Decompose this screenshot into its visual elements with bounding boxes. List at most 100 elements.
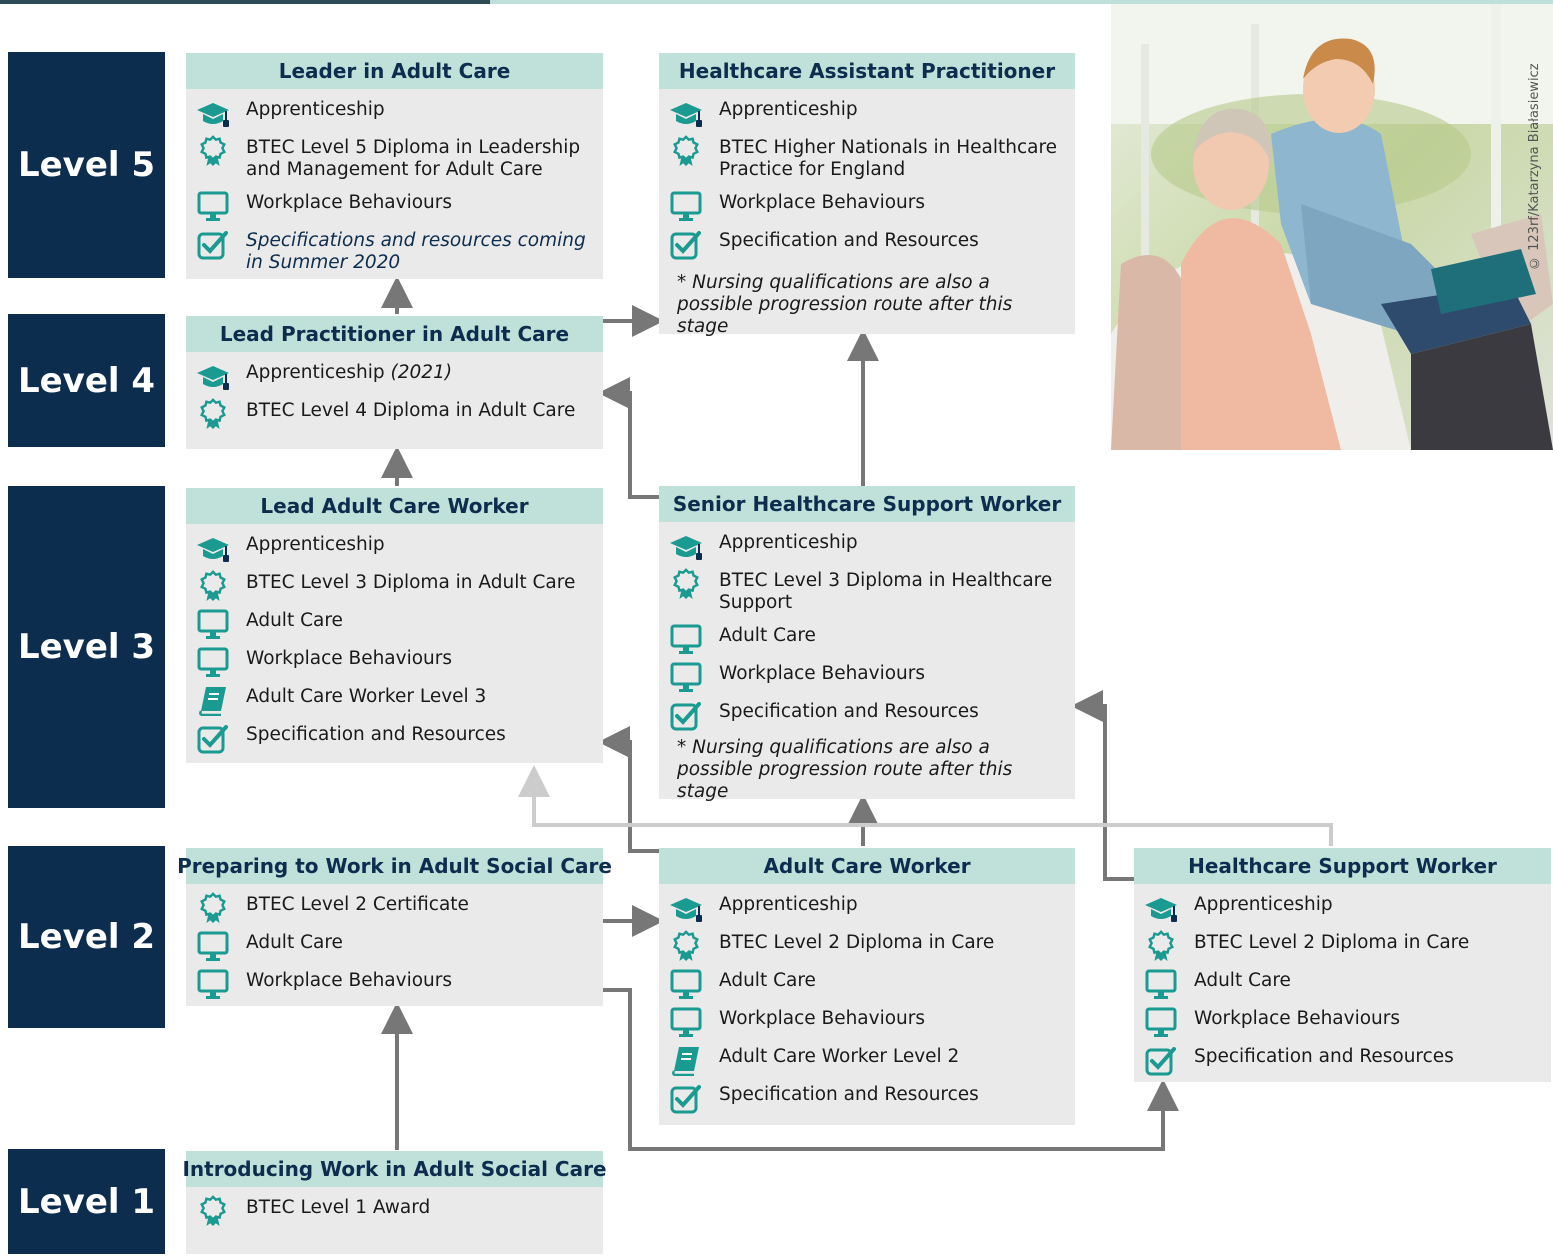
item-label: Adult Care (719, 625, 816, 646)
arrow-hsw-to-lead-worker (518, 765, 1333, 846)
item-label: Apprenticeship (1194, 894, 1333, 915)
monitor-icon (1142, 968, 1180, 1000)
item-label: Workplace Behaviours (246, 648, 453, 669)
level-2-label: Level 2 (8, 846, 165, 1028)
item-label: Specification and Resources (719, 1084, 979, 1105)
item-label: Adult Care (1194, 970, 1291, 991)
arrow-hsw-to-senior (1071, 690, 1134, 881)
award-ribbon-icon (194, 892, 232, 924)
graduation-cap-icon (667, 530, 705, 562)
item-label: Adult Care Worker Level 2 (719, 1046, 960, 1067)
item-label: BTEC Level 5 Diploma in Leadership and M… (246, 137, 581, 180)
graduation-cap-icon (1142, 892, 1180, 924)
graduation-cap-icon (667, 97, 705, 129)
item-label: Workplace Behaviours (246, 970, 453, 991)
card-healthcare-support-worker: Healthcare Support Worker Apprenticeship… (1134, 848, 1551, 1082)
award-ribbon-icon (667, 930, 705, 962)
card-lead-practitioner-in-adult-care: Lead Practitioner in Adult Care Apprenti… (186, 316, 603, 449)
monitor-icon (194, 646, 232, 678)
nursing-note: * Nursing qualifications are also a poss… (677, 737, 1013, 802)
checkbox-icon (1142, 1044, 1180, 1076)
item-label: Apprenticeship (719, 532, 858, 553)
card-leader-in-adult-care: Leader in Adult Care Apprenticeship BTEC… (186, 53, 603, 279)
item-label: Specification and Resources (1194, 1046, 1454, 1067)
monitor-icon (194, 190, 232, 222)
item-label: Apprenticeship (246, 534, 385, 555)
award-ribbon-icon (1142, 930, 1180, 962)
award-ribbon-icon (667, 135, 705, 167)
item-label: BTEC Level 2 Diploma in Care (719, 932, 995, 953)
graduation-cap-icon (194, 97, 232, 129)
level-4-label: Level 4 (8, 314, 165, 447)
book-icon (667, 1044, 705, 1076)
award-ribbon-icon (194, 398, 232, 430)
card-introducing-work: Introducing Work in Adult Social Care BT… (182, 1151, 607, 1254)
level-5-label: Level 5 (8, 52, 165, 278)
arrow-preparing-to-hsw (603, 988, 1179, 1151)
monitor-icon (667, 661, 705, 693)
card-title: Healthcare Support Worker (1134, 848, 1551, 884)
award-ribbon-icon (667, 568, 705, 600)
item-label: Adult Care (246, 610, 343, 631)
item-label: Apprenticeship (719, 894, 858, 915)
monitor-icon (1142, 1006, 1180, 1038)
item-label: Apprenticeship (246, 99, 385, 120)
item-label: Apprenticeship (246, 362, 385, 383)
item-label: Workplace Behaviours (719, 192, 926, 213)
checkbox-icon (667, 228, 705, 260)
top-bar-dark (0, 0, 490, 4)
item-label: Apprenticeship (719, 99, 858, 120)
card-lead-adult-care-worker: Lead Adult Care Worker Apprenticeship BT… (186, 488, 603, 763)
monitor-icon (667, 968, 705, 1000)
item-label: Adult Care Worker Level 3 (246, 686, 487, 707)
card-title: Adult Care Worker (659, 848, 1075, 884)
checkbox-icon (667, 699, 705, 731)
card-title: Senior Healthcare Support Worker (659, 486, 1075, 522)
item-label: Specification and Resources (719, 230, 979, 251)
monitor-icon (194, 608, 232, 640)
card-senior-healthcare-support-worker: Senior Healthcare Support Worker Apprent… (659, 486, 1075, 802)
card-title: Preparing to Work in Adult Social Care (177, 848, 612, 884)
card-title: Lead Adult Care Worker (186, 488, 603, 524)
graduation-cap-icon (194, 532, 232, 564)
level-3-label: Level 3 (8, 486, 165, 808)
award-ribbon-icon (194, 135, 232, 167)
card-title: Leader in Adult Care (186, 53, 603, 89)
book-icon (194, 684, 232, 716)
photo-credit: © 123rf/Katarzyna Białasiewicz (1527, 63, 1542, 270)
item-label: BTEC Higher Nationals in Healthcare Prac… (719, 137, 1058, 180)
monitor-icon (194, 930, 232, 962)
item-label: Workplace Behaviours (1194, 1008, 1401, 1029)
item-label: Workplace Behaviours (719, 663, 926, 684)
card-title: Healthcare Assistant Practitioner (659, 53, 1075, 89)
award-ribbon-icon (194, 570, 232, 602)
monitor-icon (667, 1006, 705, 1038)
card-healthcare-assistant-practitioner: Healthcare Assistant Practitioner Appren… (659, 53, 1075, 337)
checkbox-icon (194, 722, 232, 754)
item-label: Adult Care (719, 970, 816, 991)
item-label-suffix: (2021) (390, 362, 453, 383)
award-ribbon-icon (194, 1195, 232, 1227)
top-bar-light (490, 0, 1553, 4)
item-label: Adult Care (246, 932, 343, 953)
arrow-acw-to-lead-worker (598, 726, 659, 853)
item-label: BTEC Level 3 Diploma in Healthcare Suppo… (719, 570, 1053, 613)
level-1-label: Level 1 (8, 1149, 165, 1254)
card-adult-care-worker: Adult Care Worker Apprenticeship BTEC Le… (659, 848, 1075, 1125)
item-label: Specification and Resources (246, 724, 506, 745)
checkbox-icon (667, 1082, 705, 1114)
monitor-icon (194, 968, 232, 1000)
carer-photo (1111, 4, 1553, 450)
arrow-senior-to-lead-prac (598, 377, 659, 499)
item-label: Specification and Resources (719, 701, 979, 722)
item-label: BTEC Level 1 Award (246, 1197, 431, 1218)
item-label: BTEC Level 2 Certificate (246, 894, 469, 915)
item-label: Workplace Behaviours (246, 192, 453, 213)
card-title: Lead Practitioner in Adult Care (186, 316, 603, 352)
item-label: BTEC Level 3 Diploma in Adult Care (246, 572, 576, 593)
item-label: Workplace Behaviours (719, 1008, 926, 1029)
monitor-icon (667, 190, 705, 222)
graduation-cap-icon (194, 360, 232, 392)
monitor-icon (667, 623, 705, 655)
